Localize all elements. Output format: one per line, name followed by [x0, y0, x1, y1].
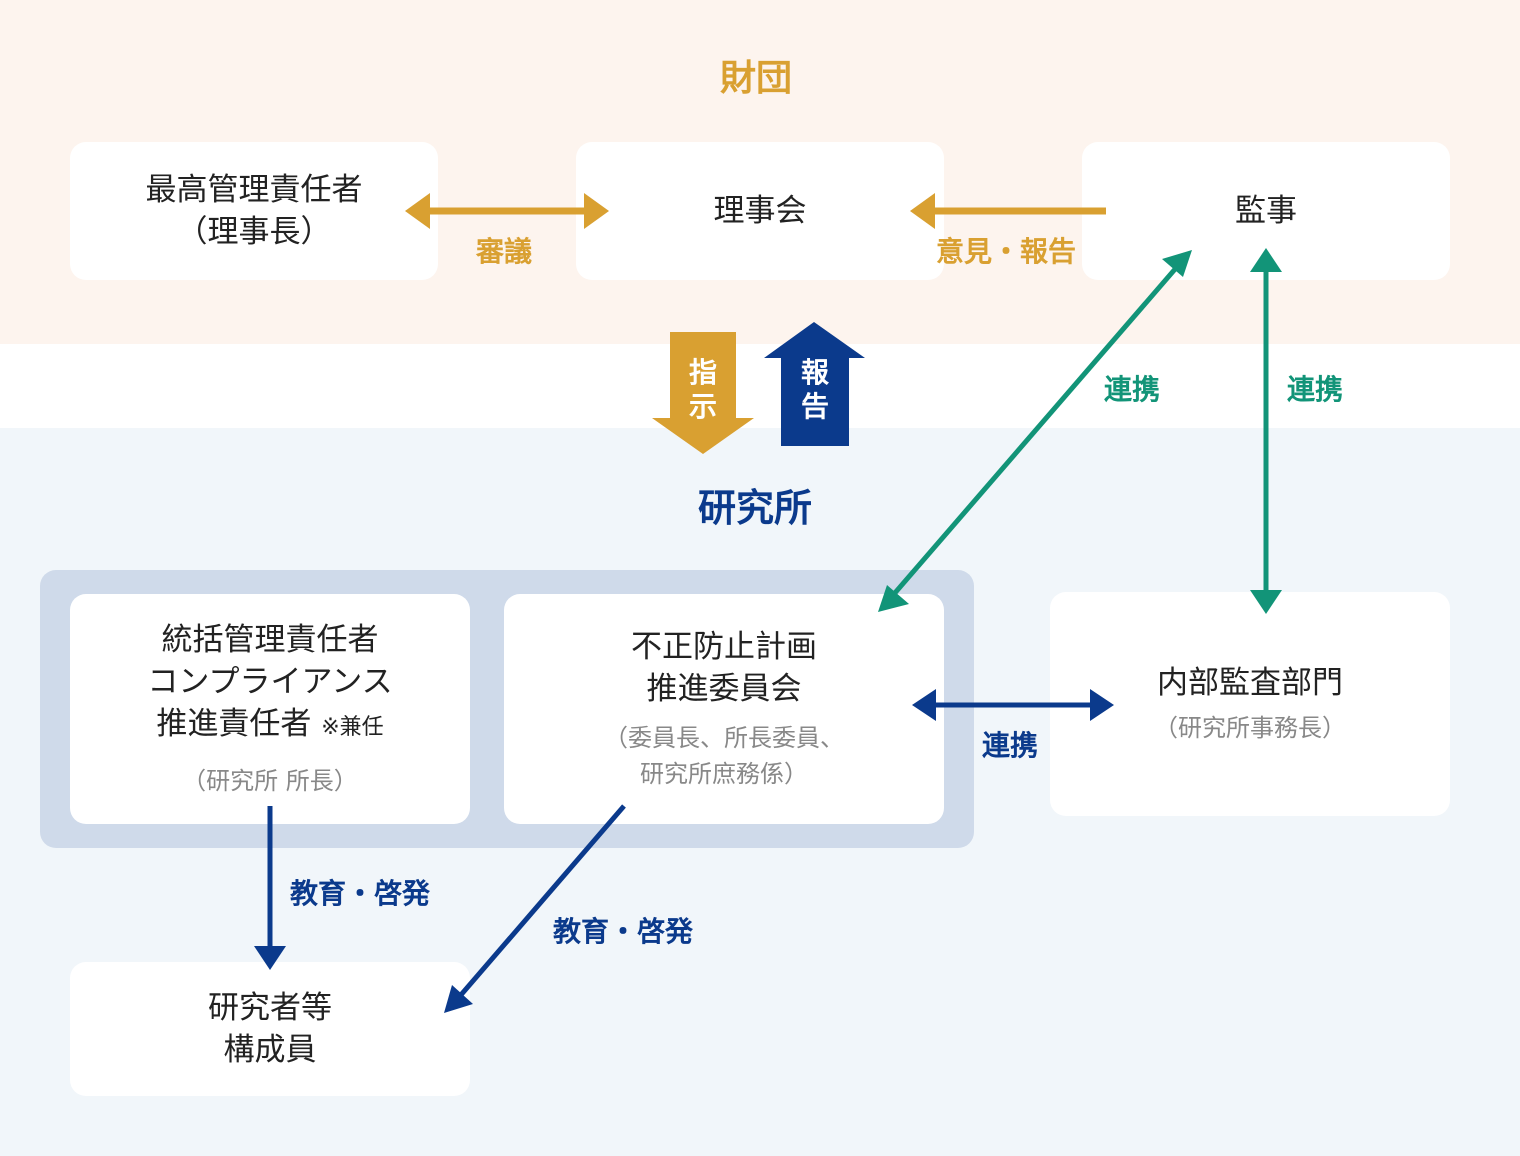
education-right-label: 教育・啓発: [553, 915, 694, 948]
instruction-block-arrow: [652, 332, 754, 454]
opinion-report-arrow: [910, 193, 1106, 229]
committee-sub-1: （委員長、所長委員、: [604, 724, 844, 752]
opinion-report-label: 意見・報告: [936, 235, 1077, 268]
general-manager-line-1: 統括管理責任者: [161, 622, 379, 658]
education-left-label: 教育・啓発: [290, 877, 431, 910]
general-manager-line-3: 推進責任者: [156, 706, 312, 742]
committee-line-1: 不正防止計画: [631, 629, 817, 665]
chief-manager-line-2: （理事長）: [176, 214, 332, 250]
researchers-box: 研究者等 構成員: [70, 962, 470, 1096]
chief-manager-line-1: 最高管理責任者: [145, 172, 363, 208]
general-manager-sub: （研究所 所長）: [182, 767, 358, 795]
report-label: 報告: [800, 356, 829, 423]
committee-sub-2: 研究所庶務係）: [640, 760, 808, 788]
committee-line-2: 推進委員会: [646, 671, 802, 707]
cooperation-vertical-arrow: [1250, 248, 1282, 614]
auditor-label: 監事: [1235, 193, 1297, 229]
cooperation-vertical-label: 連携: [1287, 373, 1344, 406]
cooperation-diagonal-label: 連携: [1104, 373, 1161, 406]
foundation-title: 財団: [720, 58, 793, 99]
researchers-line-2: 構成員: [223, 1032, 317, 1068]
deliberation-label: 審議: [476, 235, 533, 268]
cooperation-horizontal-arrow: [912, 689, 1114, 721]
institute-title: 研究所: [698, 486, 813, 530]
chief-manager-box: 最高管理責任者 （理事長）: [70, 142, 438, 280]
education-diagonal-arrow: [444, 804, 626, 1013]
instruction-label: 指示: [688, 356, 717, 423]
board-box: 理事会: [576, 142, 944, 280]
general-manager-box: 統括管理責任者 コンプライアンス 推進責任者 ※兼任 （研究所 所長）: [70, 594, 470, 824]
deliberation-arrow: [405, 193, 609, 229]
internal-audit-sub: （研究所事務長）: [1154, 714, 1346, 742]
committee-box: 不正防止計画 推進委員会 （委員長、所長委員、 研究所庶務係）: [504, 594, 944, 824]
concurrent-post-note: ※兼任: [321, 715, 384, 740]
cooperation-horizontal-label: 連携: [982, 729, 1039, 762]
researchers-line-1: 研究者等: [208, 990, 332, 1026]
cooperation-diagonal-arrow: [878, 250, 1192, 612]
report-block-arrow: [764, 322, 865, 446]
education-vertical-arrow: [254, 806, 286, 970]
general-manager-line-2: コンプライアンス: [147, 664, 393, 700]
internal-audit-box: 内部監査部門 （研究所事務長）: [1050, 592, 1450, 816]
board-label: 理事会: [713, 193, 807, 229]
general-manager-line-3-row: 推進責任者 ※兼任: [156, 703, 383, 749]
internal-audit-label: 内部監査部門: [1157, 665, 1343, 701]
